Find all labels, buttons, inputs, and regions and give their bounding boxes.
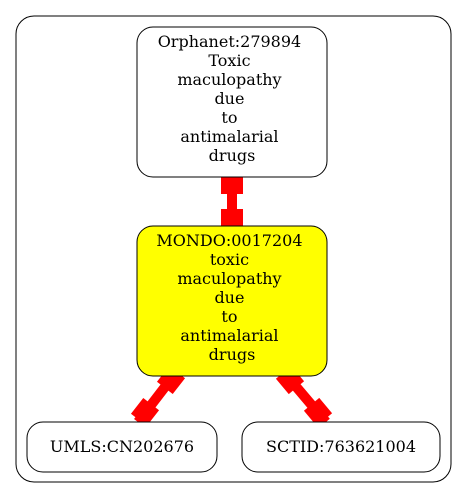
- node-orphanet-line: to: [221, 108, 237, 127]
- node-mondo-line: due: [214, 288, 244, 307]
- node-mondo-line: antimalarial: [180, 326, 278, 345]
- node-mondo-line: toxic: [210, 250, 249, 269]
- node-orphanet-line: Toxic: [208, 51, 250, 70]
- node-orphanet-line: antimalarial: [180, 127, 278, 146]
- node-mondo-line: to: [221, 307, 237, 326]
- node-sctid-line: SCTID:763621004: [266, 437, 416, 456]
- edge-marker-head: [303, 397, 333, 427]
- svg-text:Orphanet:279894 Toxic: Orphanet:279894 Toxic maculopathy due to…: [158, 32, 307, 165]
- node-orphanet-line: maculopathy: [177, 70, 281, 89]
- node-mondo-line: MONDO:0017204: [156, 231, 302, 250]
- node-umls[interactable]: UMLS:CN202676: [26, 421, 218, 473]
- node-orphanet-line: due: [214, 89, 244, 108]
- node-mondo[interactable]: MONDO:0017204 toxic maculopathy due to a…: [136, 225, 328, 377]
- node-mondo-line: drugs: [209, 345, 256, 364]
- edge-marker-head: [130, 397, 160, 427]
- svg-text:SCTID:763621004: SCTID:763621004: [266, 437, 416, 456]
- node-mondo-line: maculopathy: [177, 269, 281, 288]
- node-orphanet-line: Orphanet:279894: [158, 32, 302, 51]
- node-orphanet[interactable]: Orphanet:279894 Toxic maculopathy due to…: [136, 26, 328, 178]
- svg-text:MONDO:0017204 toxic: MONDO:0017204 toxic maculopathy due to a…: [156, 231, 307, 364]
- node-sctid[interactable]: SCTID:763621004: [241, 421, 441, 473]
- node-umls-line: UMLS:CN202676: [50, 437, 194, 456]
- edge-orphanet-mondo: [221, 172, 243, 231]
- node-orphanet-line: drugs: [209, 146, 256, 165]
- cluster-frame: [15, 15, 452, 483]
- svg-text:UMLS:CN202676: UMLS:CN202676: [50, 437, 194, 456]
